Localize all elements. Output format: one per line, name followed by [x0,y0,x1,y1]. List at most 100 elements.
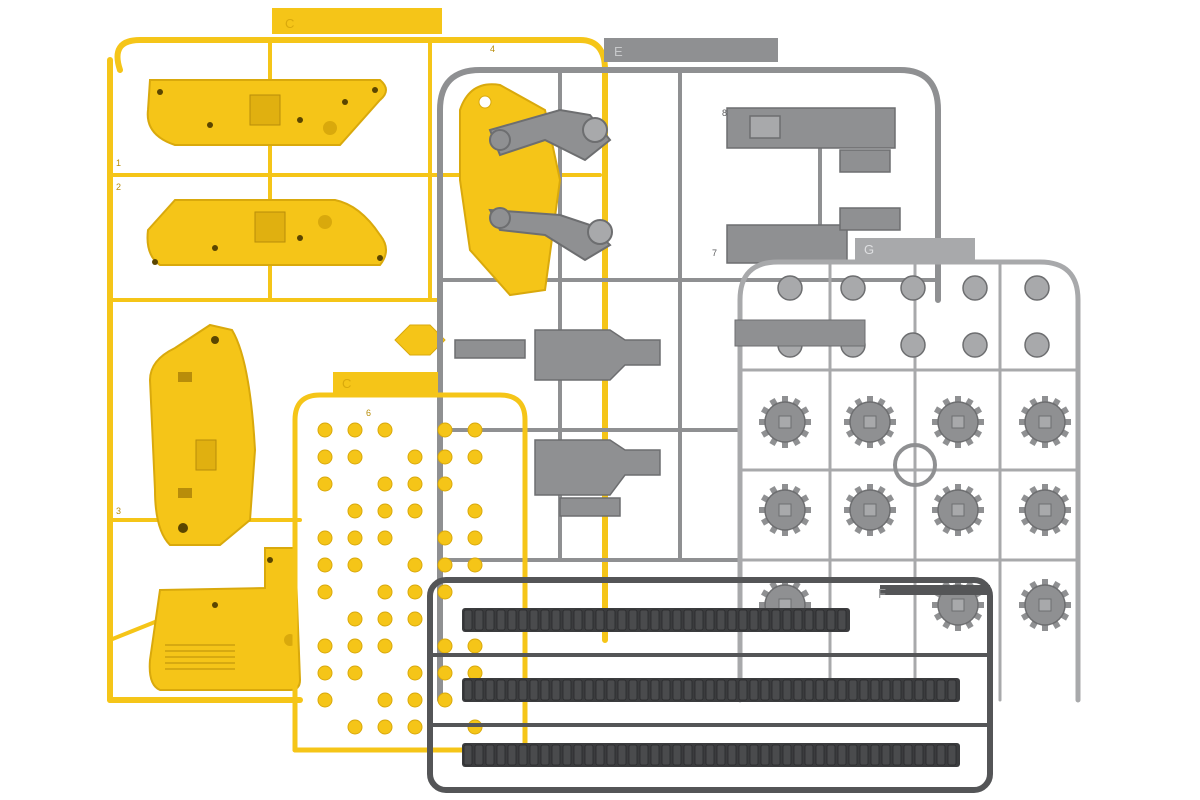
sprocket-tooth [867,440,873,448]
sprue-tag-plate [604,38,778,62]
ball-knob [840,275,866,301]
sprocket-hub [1038,598,1052,612]
sprocket-group [759,396,1071,631]
track-link [650,609,660,631]
sprocket-tooth [955,484,961,492]
peg-part [467,530,483,546]
peg-part [347,557,363,573]
track-link [474,744,484,766]
track-link [672,744,682,766]
track-link [793,744,803,766]
track-link [606,679,616,701]
track-link [727,744,737,766]
sprocket-tooth [1042,623,1048,631]
track-link [562,744,572,766]
track-link [892,744,902,766]
track-link [683,679,693,701]
peg-part [467,557,483,573]
sprocket-hub [1038,503,1052,517]
track-link [936,744,946,766]
sprocket-hub [951,503,965,517]
peg-part [437,422,453,438]
peg-part [437,692,453,708]
track-link [584,679,594,701]
peg-part [407,692,423,708]
peg-part [317,530,333,546]
peg-part [377,530,393,546]
motor-housing-part [148,547,302,691]
track-link [540,609,550,631]
track-link [507,679,517,701]
track-link [947,679,957,701]
track-link [738,679,748,701]
track-link [529,679,539,701]
track-link [716,679,726,701]
track-link [573,744,583,766]
sprue-tag-label: E [614,44,623,59]
track-link [826,679,836,701]
track-link [760,679,770,701]
part-number-label: 3 [116,506,121,516]
track-link [485,679,495,701]
sprocket-hub [778,415,792,429]
peg-part [317,557,333,573]
track-link [914,679,924,701]
track-link [694,679,704,701]
peg-part [407,719,423,735]
track-link [628,679,638,701]
peg-part [347,611,363,627]
hex-clip-part [394,324,446,356]
track-link [771,744,781,766]
peg-part [347,665,363,681]
peg-part [407,557,423,573]
track-link [683,609,693,631]
ball-knob [900,275,926,301]
track-frame [427,577,993,793]
track-link [518,609,528,631]
peg-part [407,665,423,681]
track-link [760,609,770,631]
track-link [738,744,748,766]
peg-part [407,476,423,492]
ball-knob [1024,275,1050,301]
peg-part [437,557,453,573]
track-link [760,744,770,766]
track-link [694,744,704,766]
ring-part [893,443,937,487]
track-link [694,609,704,631]
track-link [529,744,539,766]
track-link [793,679,803,701]
peg-part [347,449,363,465]
peg-part [437,530,453,546]
track-link [496,679,506,701]
part-number-label: 8 [722,108,727,118]
peg-part [377,692,393,708]
track-link [518,679,528,701]
track-link [507,609,517,631]
linkage-arm-part [488,108,613,262]
track-link [716,609,726,631]
track-link [617,609,627,631]
peg-part [317,422,333,438]
track-link [925,679,935,701]
track-link [815,679,825,701]
track-link [551,744,561,766]
peg-part [407,503,423,519]
track-link [628,609,638,631]
track-link [804,744,814,766]
track-link [881,679,891,701]
track-link [518,744,528,766]
track-link [595,744,605,766]
track-link [485,609,495,631]
track-link [947,744,957,766]
track-link [826,744,836,766]
axle-part [734,319,866,347]
part-number-label: 1 [116,158,121,168]
sprocket-hub [863,503,877,517]
peg-part [377,422,393,438]
track-link [606,609,616,631]
track-link [793,609,803,631]
peg-part [467,449,483,465]
peg-part [407,449,423,465]
